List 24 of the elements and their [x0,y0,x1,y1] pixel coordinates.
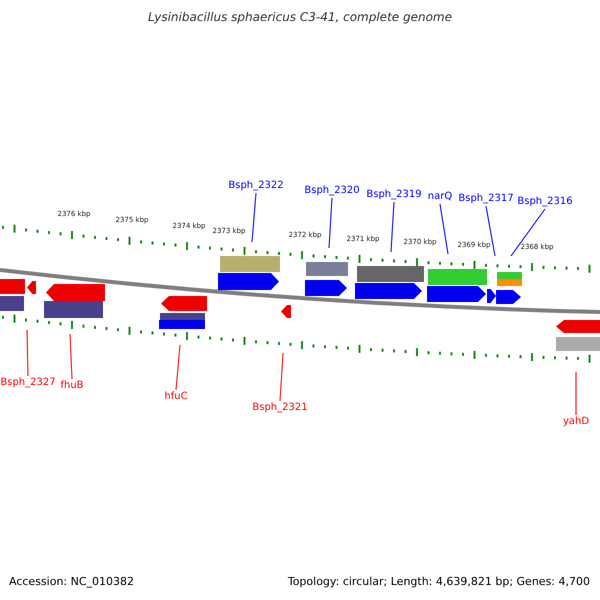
leader-line [176,344,180,390]
gene-label: hfuC [164,390,188,404]
gene-label: Bsph_2321 [252,401,308,415]
leader-line [390,202,394,252]
gene-label: Bsph_2320 [304,184,360,198]
leader-line [26,330,28,376]
gene-label: Bsph_2317 [458,192,514,206]
leader-line [70,334,72,380]
title: Lysinibacillus sphaericus C3-41, complete genome [148,9,452,25]
gene-label: Bsph_2327 [0,376,56,390]
leader-line [280,352,284,402]
gene-label: Bsph_2322 [228,179,284,193]
gene-label: Bsph_2319 [366,188,422,202]
leader-line [486,206,496,256]
gene-label: yahD [562,415,590,429]
genome-summary-text: Topology: circular; Length: 4,639,821 bp; Genes: 4,700 [288,574,590,590]
leader-line [440,204,448,254]
leader-line [252,192,256,242]
gene-label: Bsph_2316 [517,195,573,209]
leader-line [510,208,546,256]
accession-text: Accession: NC_010382 [9,574,134,590]
gene-label: narQ [428,190,452,204]
leader-line [328,198,332,248]
gene-label: fhuB [60,379,84,393]
